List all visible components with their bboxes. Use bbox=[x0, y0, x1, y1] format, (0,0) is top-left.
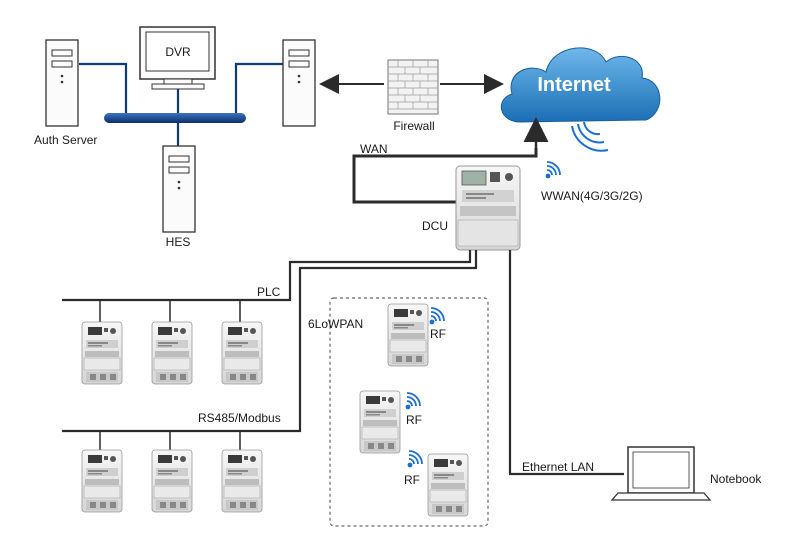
rs485-line bbox=[62, 250, 478, 433]
wan-link bbox=[352, 148, 538, 204]
dvr-label: DVR bbox=[165, 45, 191, 59]
cloud-wireless-icon bbox=[571, 121, 609, 152]
wwan-label: WWAN(4G/3G/2G) bbox=[541, 189, 643, 203]
rf-label-1: RF bbox=[430, 327, 446, 341]
plc-label: PLC bbox=[257, 285, 281, 299]
firewall-icon bbox=[387, 59, 439, 115]
dcu-label: DCU bbox=[422, 219, 448, 233]
hes-label: HES bbox=[166, 235, 191, 249]
rf-wireless-icon-3 bbox=[406, 450, 423, 469]
rf-meter-1 bbox=[387, 303, 429, 367]
plc-meter-2 bbox=[151, 321, 193, 385]
firewall-label: Firewall bbox=[393, 119, 434, 133]
rf-label-3: RF bbox=[404, 473, 420, 487]
gateway-server-icon bbox=[282, 39, 316, 127]
rs485-meter-1 bbox=[81, 449, 123, 513]
rs485-meter-3 bbox=[221, 449, 263, 513]
rf-meter-3 bbox=[427, 453, 469, 517]
notebook-label: Notebook bbox=[710, 472, 762, 486]
auth-server-label: Auth Server bbox=[34, 133, 97, 147]
rs485-meter-2 bbox=[151, 449, 193, 513]
dcu-meter-icon bbox=[455, 165, 521, 251]
lowpan-label: 6LoWPAN bbox=[308, 317, 363, 331]
rf-label-2: RF bbox=[406, 413, 422, 427]
lan-bus bbox=[104, 113, 246, 123]
auth-server-icon bbox=[45, 39, 79, 127]
plc-line bbox=[62, 250, 472, 302]
internet-label: Internet bbox=[537, 74, 611, 96]
dvr-monitor-icon bbox=[139, 26, 216, 90]
rf-wireless-icon-2 bbox=[404, 392, 421, 411]
rs485-label: RS485/Modbus bbox=[198, 411, 281, 425]
notebook-laptop-icon bbox=[610, 446, 712, 501]
internet-cloud-icon bbox=[500, 47, 661, 123]
hes-server-icon bbox=[162, 145, 196, 233]
plc-meter-3 bbox=[221, 321, 263, 385]
lowpan-group bbox=[329, 297, 489, 527]
wwan-wireless-icon bbox=[544, 161, 561, 180]
auth-server-link bbox=[79, 62, 128, 118]
ethernet-line bbox=[508, 250, 624, 476]
gateway-server-link bbox=[234, 62, 283, 118]
ethernet-label: Ethernet LAN bbox=[522, 460, 594, 474]
rf-wireless-icon-1 bbox=[428, 307, 445, 326]
wan-label: WAN bbox=[360, 142, 388, 156]
rf-meter-2 bbox=[359, 390, 401, 454]
plc-meter-1 bbox=[81, 321, 123, 385]
